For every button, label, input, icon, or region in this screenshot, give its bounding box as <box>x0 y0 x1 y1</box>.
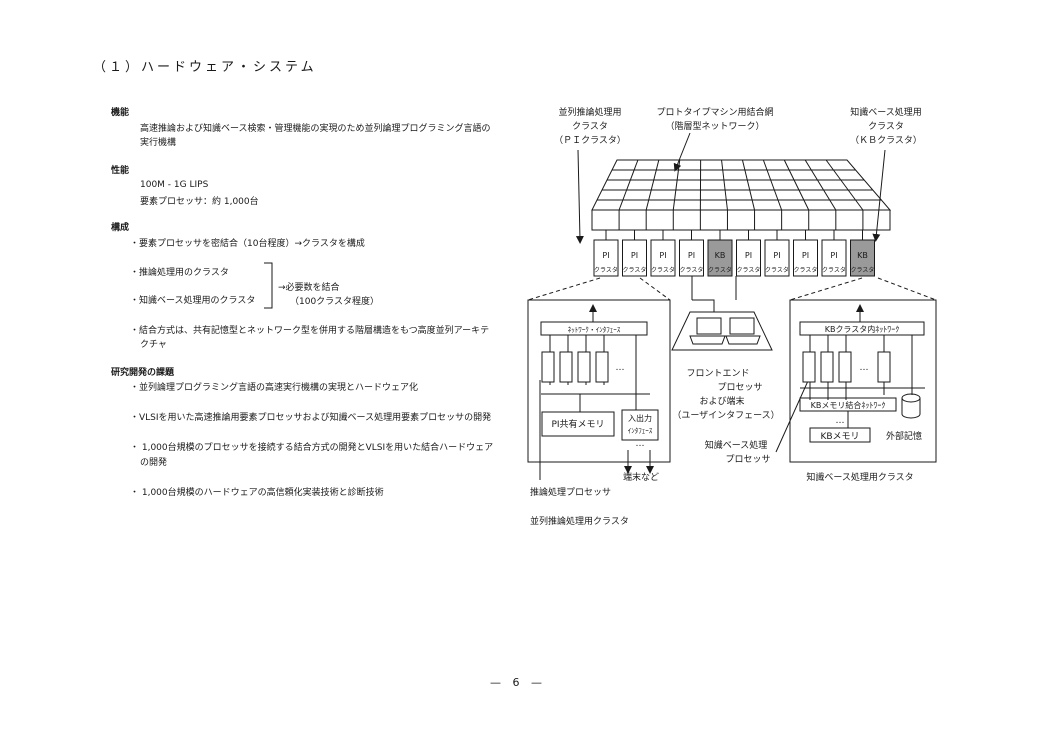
pi-cluster-unit: PI クラスタ <box>622 230 647 277</box>
pi-cluster-unit: PI クラスタ <box>736 230 761 277</box>
frontend-workstation <box>671 276 773 351</box>
pi-cluster-unit: PI クラスタ <box>593 230 619 277</box>
kb-cluster-detail <box>789 299 937 463</box>
research-heading: 研究開発の課題 <box>111 368 175 378</box>
unit-label: KB <box>715 251 726 260</box>
io-interface: ｲﾝﾀﾌｪｰｽ <box>628 427 653 435</box>
kb-processor-label: プロセッサ <box>725 454 770 465</box>
network-label: （階層型ネットワーク） <box>665 121 764 132</box>
unit-sublabel: クラスタ <box>651 266 675 274</box>
kb-cluster-unit: KB クラスタ <box>850 230 875 277</box>
kb-memory: KBメモリ <box>820 432 859 442</box>
research-item: の開発 <box>140 458 168 468</box>
hardware-diagram: 並列推論処理用 クラスタ （ＰＩクラスタ） プロトタイプマシン用結合網 （階層型… <box>527 106 937 527</box>
structure-item: ・知識ベース処理用のクラスタ <box>130 296 256 306</box>
unit-label: PI <box>773 251 780 260</box>
grid-line <box>783 159 810 211</box>
unit-sublabel: クラスタ <box>765 266 789 274</box>
unit-label: PI <box>602 251 609 260</box>
grid-line <box>825 159 864 211</box>
frontend-label: フロントエンド <box>686 369 749 379</box>
terminals-label: 端末など <box>623 471 659 483</box>
unit-label: PI <box>631 251 638 260</box>
bracket-text: （100クラスタ程度） <box>290 297 379 307</box>
grid-line <box>741 159 756 211</box>
grid-line <box>672 159 681 211</box>
structure-item: ・推論処理用のクラスタ <box>130 268 229 278</box>
structure-item: ・結合方式は、共有記憶型とネットワーク型を併用する階層構造をもつ高度並列アーキテ <box>130 326 490 336</box>
pi-cluster-label: クラスタ <box>572 121 608 132</box>
kb-internal-network: KBクラスタ内ﾈｯﾄﾜｰｸ <box>825 324 900 334</box>
research-item: ・ 1,000台規模のハードウェアの高信頼化実装技術と診断技術 <box>130 488 384 498</box>
io-interface: 入出力 <box>628 413 652 423</box>
inference-processor-label: 推論処理プロセッサ <box>530 486 611 498</box>
frontend-label: および端末 <box>699 395 744 407</box>
performance-line: 100M - 1G LIPS <box>140 180 209 190</box>
grid-line <box>721 159 728 211</box>
kb-mem-dots: … <box>836 416 845 426</box>
performance-heading: 性能 <box>111 166 130 176</box>
pi-cluster-detail <box>527 299 671 480</box>
kb-memory-network: KBメモリ結合ﾈｯﾄﾜｰｸ <box>811 400 886 410</box>
structure-heading: 構成 <box>111 223 130 233</box>
structure-item: クチャ <box>140 340 167 350</box>
page-number: — 6 — <box>490 676 546 689</box>
unit-sublabel: クラスタ <box>737 266 761 274</box>
function-heading: 機能 <box>111 108 130 118</box>
page-title: （１）ハードウェア・システム <box>93 60 317 75</box>
grid-line <box>804 159 837 211</box>
kb-cluster-label: クラスタ <box>868 121 904 132</box>
pi-dots: … <box>616 363 625 373</box>
pi-shared-memory: PI共有メモリ <box>551 418 604 430</box>
pi-cluster-label: （ＰＩクラスタ） <box>554 135 626 146</box>
kb-dots: … <box>860 363 869 373</box>
kb-processor-label: 知識ベース処理 <box>705 439 768 451</box>
pi-cluster-label: 並列推論処理用 <box>558 106 621 118</box>
pi-cluster-unit: PI クラスタ <box>793 230 818 277</box>
unit-sublabel: クラスタ <box>708 266 732 274</box>
network-label: プロトタイプマシン用結合網 <box>656 106 773 118</box>
pi-cluster-unit: PI クラスタ <box>650 230 676 277</box>
interconnect-grid <box>591 159 892 231</box>
unit-label: PI <box>830 251 837 260</box>
structure-item: ・要素プロセッサを密結合（10台程度）→クラスタを構成 <box>130 239 365 249</box>
unit-sublabel: クラスタ <box>794 266 818 274</box>
unit-sublabel: クラスタ <box>822 266 846 274</box>
unit-label: PI <box>802 251 809 260</box>
unit-label: PI <box>688 251 695 260</box>
unit-sublabel: クラスタ <box>851 266 875 274</box>
function-line: 高速推論および知識ベース検索・管理機能の実現のため並列論理プログラミング言語の <box>140 124 491 134</box>
research-item: ・並列論理プログラミング言語の高速実行機構の実現とハードウェア化 <box>130 383 419 393</box>
external-storage: 外部記憶 <box>886 430 922 442</box>
pi-cluster-unit: PI クラスタ <box>764 230 790 277</box>
pi-network-interface: ﾈｯﾄﾜｰｸ・ｲﾝﾀﾌｪｰｽ <box>568 326 621 334</box>
frontend-label: プロセッサ <box>717 382 762 393</box>
pi-cluster-bottom-label: 並列推論処理用クラスタ <box>530 515 629 527</box>
function-line: 実行機構 <box>140 138 177 148</box>
io-dots: … <box>636 439 645 449</box>
research-item: ・VLSIを用いた高速推論用要素プロセッサおよび知識ベース処理用要素プロセッサの… <box>130 413 492 423</box>
pi-cluster-unit: PI クラスタ <box>679 230 704 277</box>
performance-line: 要素プロセッサ：約 1,000台 <box>140 197 259 207</box>
bracket-text: →必要数を結合 <box>278 283 340 293</box>
grid-line <box>762 159 783 211</box>
unit-label: PI <box>745 251 752 260</box>
kb-cluster-label: （ＫＢクラスタ） <box>850 135 922 146</box>
kb-cluster-label: 知識ベース処理用 <box>850 106 922 118</box>
frontend-label: （ユーザインタフェース） <box>672 410 779 421</box>
unit-label: KB <box>857 251 868 260</box>
research-item: ・ 1,000台規模のプロセッサを接続する結合方式の開発とVLSIを用いた結合ハ… <box>130 443 494 453</box>
unit-sublabel: クラスタ <box>594 266 618 274</box>
structure-bracket <box>264 262 273 309</box>
grid-line <box>618 159 639 211</box>
unit-sublabel: クラスタ <box>680 266 704 274</box>
grid-line <box>645 159 660 211</box>
unit-sublabel: クラスタ <box>623 266 647 274</box>
kb-cluster-unit: KB クラスタ <box>707 230 733 277</box>
pi-cluster-unit: PI クラスタ <box>821 230 847 277</box>
kb-cluster-bottom-label: 知識ベース処理用クラスタ <box>806 471 913 483</box>
unit-label: PI <box>659 251 666 260</box>
